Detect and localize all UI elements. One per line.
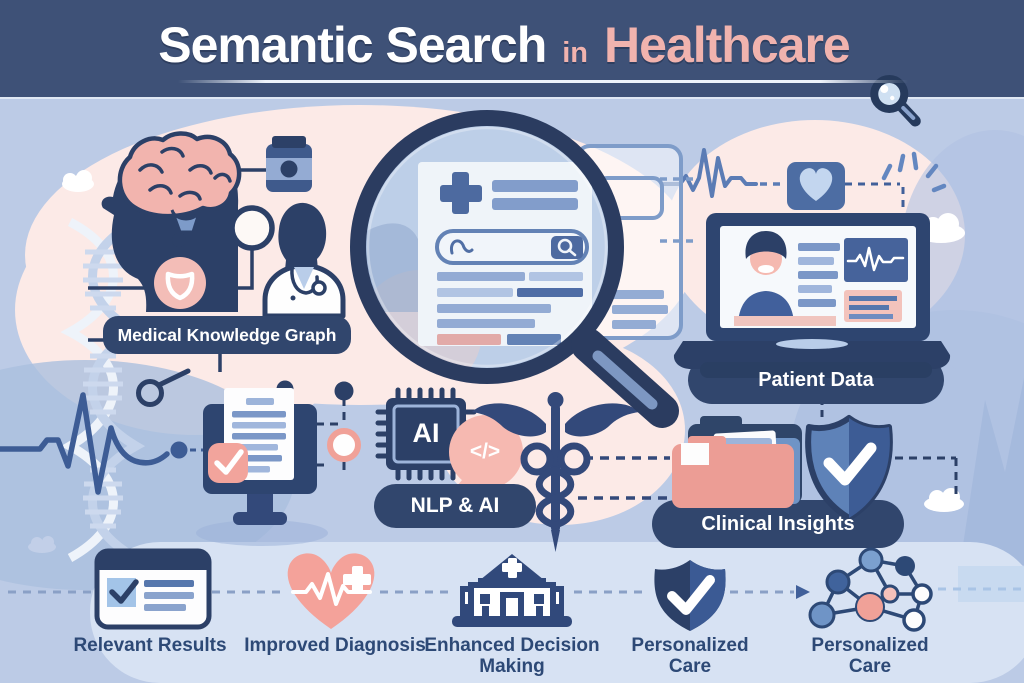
benefit-label-personalized-care-2: Personalized Care [811, 635, 929, 678]
patient-data-label: Patient Data [758, 368, 874, 391]
folders-icon [672, 416, 802, 508]
brain-head-icon [101, 131, 242, 312]
nlp-ai-label: NLP & AI [410, 493, 500, 517]
shield-node-icon [154, 257, 206, 309]
sparkle-icon [881, 151, 947, 193]
nlp-ai-pill [374, 484, 536, 528]
doctor-icon [262, 202, 346, 319]
benefit-label-personalized-care-1: Personalized Care [631, 635, 749, 678]
title-connector: in [562, 37, 589, 69]
heart-pulse-icon [287, 553, 375, 629]
hospital-icon [452, 554, 572, 627]
laptop-patient-icon [673, 213, 951, 378]
heart-monitor-icon [787, 162, 905, 230]
medicine-jar-icon [266, 136, 312, 192]
medical-knowledge-graph-pill [103, 316, 351, 354]
ecg-right-icon [662, 148, 785, 198]
shield-clinical-icon [805, 398, 958, 521]
shield-check-icon [654, 560, 726, 631]
title-underline [178, 80, 908, 83]
ai-chip-icon [375, 387, 477, 481]
benefit-label-improved-diagnosis: Improved Diagnosis [244, 635, 426, 656]
clinical-insights-label: Clinical Insights [701, 512, 855, 535]
medical-knowledge-graph-label: Medical Knowledge Graph [117, 324, 337, 345]
benefit-label-relevant-results: Relevant Results [73, 635, 227, 656]
benefit-label-enhanced-decision-making: Enhanced Decision Making [424, 635, 600, 678]
page-title: Semantic Search in Healthcare [158, 16, 922, 127]
monitor-document-icon [196, 388, 328, 546]
graph-node-icon [229, 205, 275, 251]
checklist-card-icon [94, 548, 212, 630]
caduceus-dashes [578, 456, 670, 500]
monitor-circuit-lines [136, 368, 361, 472]
title-main: Semantic Search [158, 17, 547, 73]
ai-chip-label: AI [412, 417, 440, 448]
network-graph-icon [808, 547, 933, 632]
bottom-connector-dashes [8, 587, 1024, 594]
title-banner: Semantic Search in Healthcare [0, 0, 1024, 127]
ecg-left-icon [0, 392, 205, 495]
code-symbol-label: </> [469, 439, 501, 463]
title-accent: Healthcare [604, 17, 851, 73]
caduceus-icon [472, 392, 639, 552]
magnifier-lens-icon [350, 110, 679, 428]
arrowhead-icon [796, 585, 810, 599]
dna-icon [60, 218, 146, 562]
